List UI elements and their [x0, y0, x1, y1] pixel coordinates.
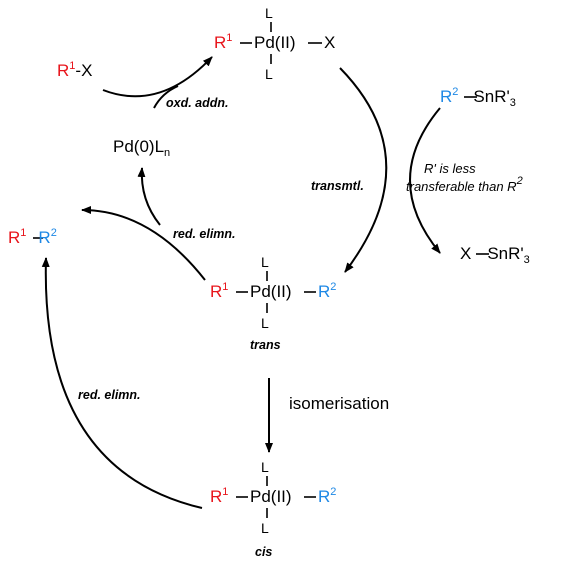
- ligand-label: L: [265, 5, 273, 21]
- red-elimn-top-arrow: [81, 206, 206, 281]
- ligand-label: L: [261, 315, 269, 331]
- ligand-label: L: [261, 520, 269, 536]
- oxd-addn-arrow: [102, 56, 213, 98]
- pd0-catalyst: Pd(0)Ln: [113, 137, 171, 159]
- metal-center: Pd(II): [250, 487, 292, 506]
- oxd-addn-label: oxd. addn.: [166, 96, 229, 110]
- r2-group: R2: [318, 281, 337, 301]
- cis-label: cis: [255, 545, 273, 559]
- r1-group: R1: [214, 32, 233, 52]
- x-group: X: [324, 33, 336, 52]
- selectivity-note: R' is less transferable than R2: [406, 161, 523, 194]
- red-elimn-left-arrow: [41, 257, 203, 509]
- transmtl-arrow: [339, 67, 388, 273]
- aryl-halide: R1-X: [57, 60, 93, 80]
- ligand-label: L: [261, 459, 269, 475]
- red-elimn-pd0-arrow: [137, 167, 161, 226]
- metal-center: Pd(II): [254, 33, 296, 52]
- r1-group: R1: [210, 486, 229, 506]
- stannane-curve: [409, 107, 441, 254]
- r2-group: R2: [318, 486, 337, 506]
- pd0-feed-arrow: [153, 85, 179, 109]
- transmtl-label: transmtl.: [311, 179, 364, 193]
- isomerisation-label: isomerisation: [289, 394, 390, 413]
- red-elimn-label-top: red. elimn.: [173, 227, 236, 241]
- trans-label: trans: [250, 338, 281, 352]
- red-elimn-label-left: red. elimn.: [78, 388, 141, 402]
- ligand-label: L: [265, 66, 273, 82]
- ligand-label: L: [261, 254, 269, 270]
- r1-group: R1: [210, 281, 229, 301]
- metal-center: Pd(II): [250, 282, 292, 301]
